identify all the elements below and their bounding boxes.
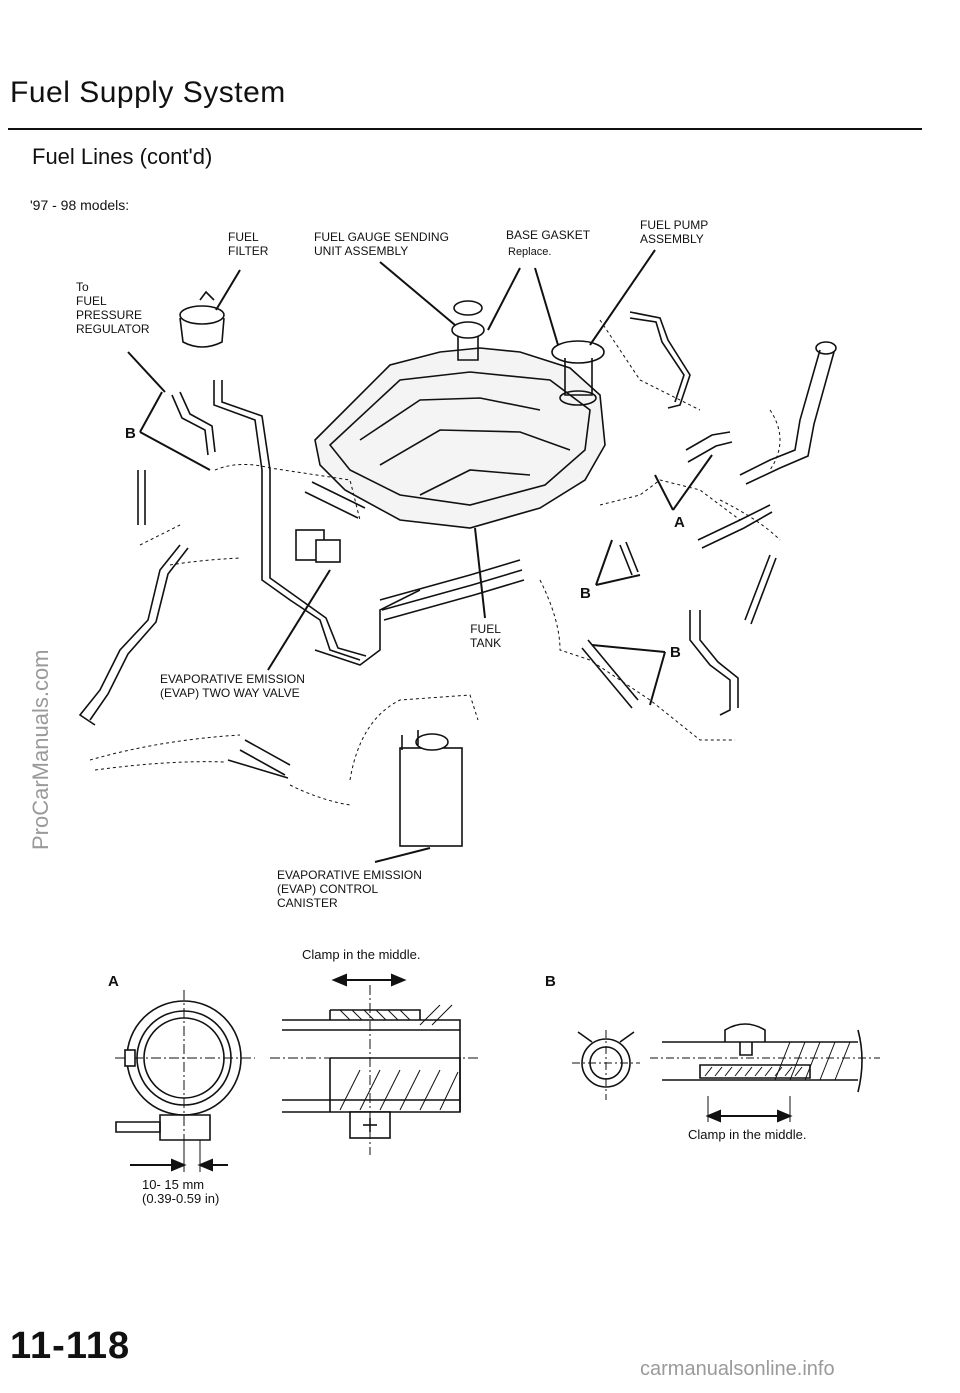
- bottom-watermark: carmanualsonline.info: [640, 1358, 835, 1380]
- fuel-pump-label: FUEL PUMP ASSEMBLY: [640, 218, 709, 246]
- clamp-dimension: 10- 15 mm (0.39-0.59 in): [142, 1177, 220, 1206]
- fuel-tank-label: FUEL TANK: [470, 622, 502, 650]
- models-note: '97 - 98 models:: [30, 197, 130, 213]
- section-subtitle: Fuel Lines (cont'd): [32, 144, 213, 169]
- detail-b-drawing: [572, 1023, 880, 1100]
- title-rule: [8, 128, 922, 130]
- base-gasket-note: Replace.: [508, 246, 552, 258]
- page-title: Fuel Supply System: [10, 76, 286, 109]
- callout-a: A: [674, 514, 685, 531]
- feed-line: [213, 380, 361, 661]
- fuel-pump-assembly: [551, 340, 605, 406]
- page-number: 11-118: [10, 1325, 131, 1367]
- detail-a-drawing: [115, 985, 480, 1160]
- detail-a-clamp-note: Clamp in the middle.: [302, 947, 421, 962]
- fuel-filter-label: FUEL FILTER: [228, 230, 269, 258]
- evap-canister-shape: [399, 730, 463, 847]
- detail-b-clamp-note: Clamp in the middle.: [688, 1127, 807, 1142]
- fuel-filter: [179, 290, 225, 348]
- evap-valve-label: EVAPORATIVE EMISSION (EVAP) TWO WAY VALV…: [160, 672, 305, 700]
- fuel-tank-shape: [314, 347, 606, 529]
- callout-b-3: B: [670, 644, 681, 661]
- side-watermark: ProCarManuals.com: [28, 649, 53, 850]
- callout-b-2: B: [580, 585, 591, 602]
- callout-b-1: B: [125, 425, 136, 442]
- sending-unit-assembly: [451, 300, 485, 361]
- detail-b-letter: B: [545, 973, 556, 990]
- evap-canister-label: EVAPORATIVE EMISSION (EVAP) CONTROL CANI…: [277, 868, 422, 910]
- base-gasket-label: BASE GASKET: [506, 228, 591, 242]
- return-line: [78, 544, 181, 726]
- detail-a-letter: A: [108, 973, 119, 990]
- sending-unit-label: FUEL GAUGE SENDING UNIT ASSEMBLY: [314, 230, 449, 258]
- filler-neck: [739, 349, 821, 476]
- to-regulator-label: To FUEL PRESSURE REGULATOR: [76, 280, 150, 336]
